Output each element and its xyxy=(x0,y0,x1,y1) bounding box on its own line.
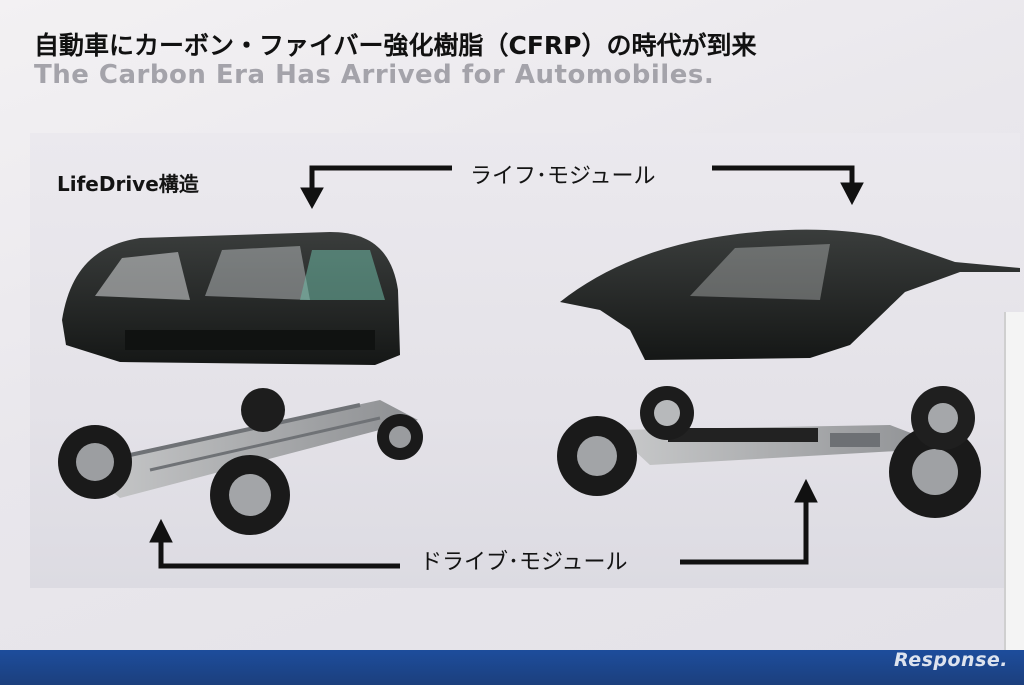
life-module-label: ライフ･モジュール xyxy=(470,164,656,189)
right-life-module xyxy=(560,229,1020,360)
lifedrive-structure-label: LifeDrive構造 xyxy=(57,172,199,196)
side-device-edge xyxy=(1004,312,1024,652)
drive-module-label: ドライブ･モジュール xyxy=(420,550,628,575)
response-watermark: Response. xyxy=(894,649,1008,671)
slide-title-english: The Carbon Era Has Arrived for Automobil… xyxy=(34,60,715,90)
right-drive-module xyxy=(557,386,981,518)
slide-title-japanese: 自動車にカーボン・ファイバー強化樹脂（CFRP）の時代が到来 xyxy=(34,31,757,60)
drive-module-arrows xyxy=(149,478,818,569)
life-module-arrows xyxy=(300,165,864,210)
bottom-blue-bar xyxy=(0,650,1024,685)
left-life-module xyxy=(62,232,400,365)
left-drive-module xyxy=(58,388,423,535)
